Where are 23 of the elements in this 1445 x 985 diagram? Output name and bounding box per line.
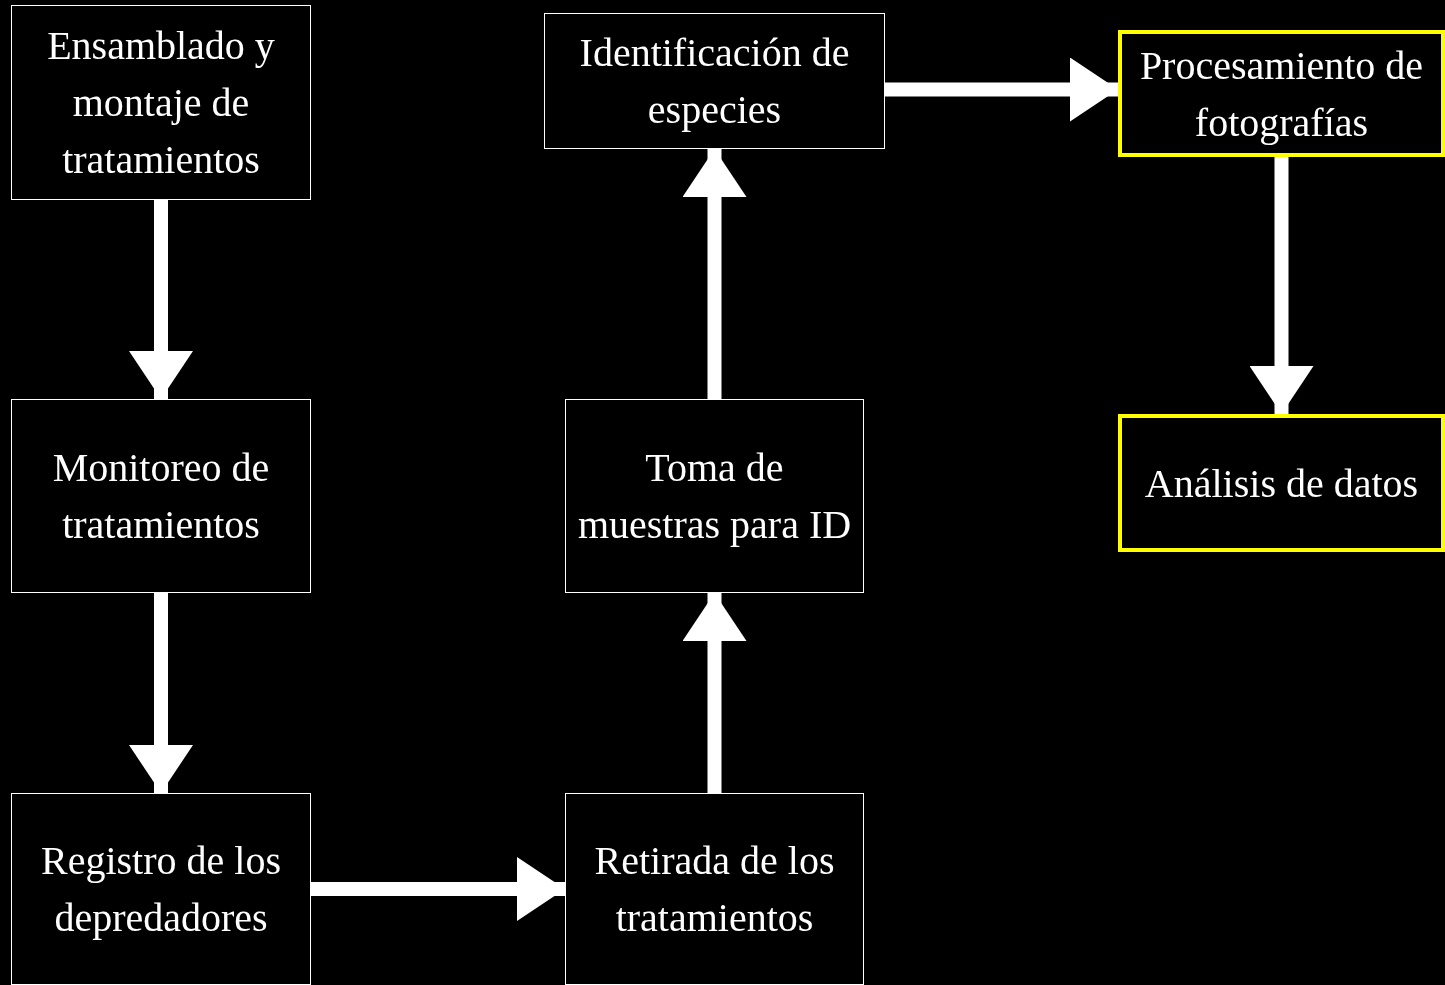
process-box xyxy=(544,13,885,149)
box-label: Retirada de los tratamientos xyxy=(593,837,836,942)
arrow xyxy=(311,857,565,921)
box-label: Toma de muestras para ID xyxy=(576,444,853,549)
arrow xyxy=(682,593,747,793)
process-box xyxy=(1118,30,1445,157)
process-box xyxy=(11,793,311,985)
arrow xyxy=(129,200,193,399)
box-label: Análisis de datos xyxy=(1143,459,1420,508)
box-label: Monitoreo de tratamientos xyxy=(51,444,271,549)
process-box xyxy=(11,5,311,200)
arrow xyxy=(885,57,1118,122)
arrow xyxy=(682,149,747,399)
box-label: Registro de los depredadores xyxy=(40,837,282,942)
arrow xyxy=(129,593,193,793)
box-label: Procesamiento de fotografías xyxy=(1138,41,1425,147)
process-box xyxy=(565,399,864,593)
process-box xyxy=(565,793,864,985)
box-label: Identificación de especies xyxy=(578,29,851,134)
process-box xyxy=(11,399,311,593)
arrow xyxy=(1249,157,1314,414)
process-box xyxy=(1118,414,1445,552)
box-label: Ensamblado y montaje de tratamientos xyxy=(46,22,276,184)
